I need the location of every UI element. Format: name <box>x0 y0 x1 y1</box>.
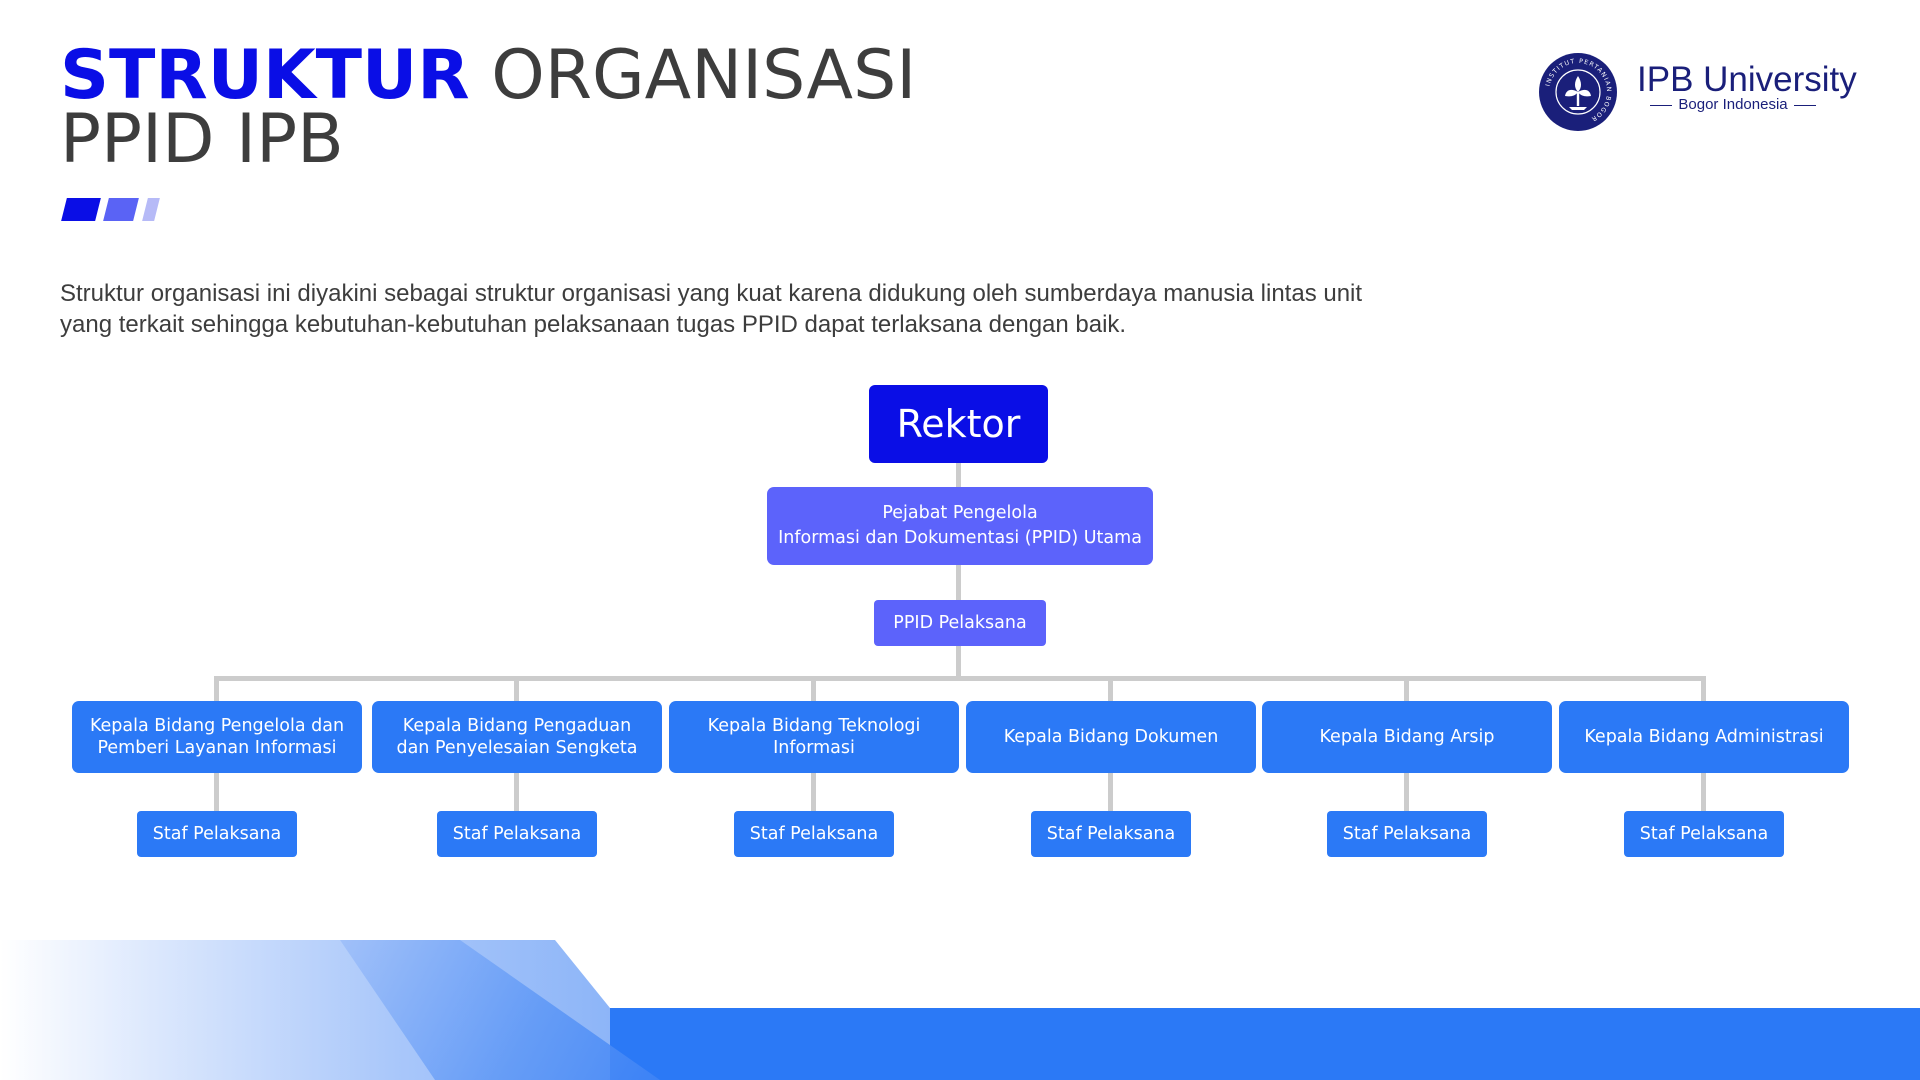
node-staf-1: Staf Pelaksana <box>137 811 297 857</box>
node-rektor: Rektor <box>869 385 1048 463</box>
connector-pelaksana-bus <box>956 646 961 679</box>
ipb-seal-icon: INSTITUT PERTANIAN BOGOR <box>1539 53 1617 131</box>
node-bidang-teknologi: Kepala Bidang Teknologi Informasi <box>669 701 959 773</box>
connector-bus-bidang-3 <box>811 676 816 701</box>
connector-bidang-staf-2 <box>514 773 519 811</box>
decorative-stripes <box>61 198 172 221</box>
node-staf-5: Staf Pelaksana <box>1327 811 1487 857</box>
node-ppid-utama: Pejabat Pengelola Informasi dan Dokument… <box>767 487 1153 565</box>
logo-name: IPB University <box>1637 60 1857 99</box>
title-line-2: PPID IPB <box>60 100 344 179</box>
stripe-1 <box>61 198 101 221</box>
description: Struktur organisasi ini diyakini sebagai… <box>60 280 1363 338</box>
node-bidang-pengaduan: Kepala Bidang Pengaduan dan Penyelesaian… <box>372 701 662 773</box>
node-ppid-utama-line-1: Pejabat Pengelola <box>882 503 1038 523</box>
node-ppid-utama-line-2: Informasi dan Dokumentasi (PPID) Utama <box>778 528 1142 548</box>
connector-bus-bidang-6 <box>1701 676 1706 701</box>
ipb-logo: INSTITUT PERTANIAN BOGOR IPB University … <box>1538 52 1857 132</box>
title-light: ORGANISASI <box>491 36 917 115</box>
node-bidang-arsip: Kepala Bidang Arsip <box>1262 701 1552 773</box>
stripe-3 <box>142 198 160 221</box>
logo-subtitle: Bogor Indonesia <box>1640 96 1826 113</box>
node-bidang-administrasi: Kepala Bidang Administrasi <box>1559 701 1849 773</box>
connector-bus-bidang-2 <box>514 676 519 701</box>
node-staf-4: Staf Pelaksana <box>1031 811 1191 857</box>
connector-bus-bidang-4 <box>1108 676 1113 701</box>
connector-rektor-utama <box>956 463 961 487</box>
stripe-2 <box>103 198 139 221</box>
node-ppid-utama-text: Pejabat Pengelola Informasi dan Dokument… <box>778 501 1142 551</box>
connector-bidang-staf-4 <box>1108 773 1113 811</box>
page-title: STRUKTUR ORGANISASI PPID IPB <box>60 42 916 179</box>
connector-bidang-staf-1 <box>214 773 219 811</box>
title-line-1: STRUKTUR ORGANISASI <box>60 42 916 110</box>
node-bidang-pengelola: Kepala Bidang Pengelola dan Pemberi Laya… <box>72 701 362 773</box>
node-staf-6: Staf Pelaksana <box>1624 811 1784 857</box>
connector-utama-pelaksana <box>956 565 961 600</box>
node-staf-2: Staf Pelaksana <box>437 811 597 857</box>
title-bold: STRUKTUR <box>60 36 470 115</box>
node-staf-3: Staf Pelaksana <box>734 811 894 857</box>
connector-bus-bidang-5 <box>1404 676 1409 701</box>
node-bidang-dokumen: Kepala Bidang Dokumen <box>966 701 1256 773</box>
connector-bus-bidang-1 <box>214 676 219 701</box>
connector-bidang-staf-3 <box>811 773 816 811</box>
connector-horizontal-bus <box>214 676 1706 681</box>
connector-bidang-staf-5 <box>1404 773 1409 811</box>
node-ppid-pelaksana: PPID Pelaksana <box>874 600 1046 646</box>
connector-bidang-staf-6 <box>1701 773 1706 811</box>
